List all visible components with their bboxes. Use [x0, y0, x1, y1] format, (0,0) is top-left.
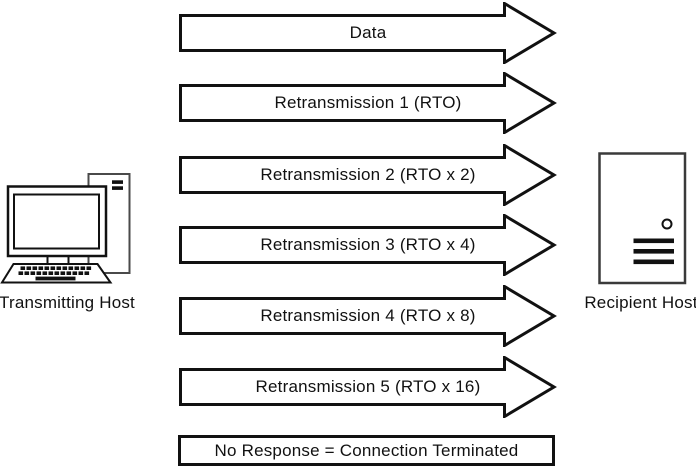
computer-monitor [6, 185, 108, 264]
server-vents [633, 238, 674, 265]
arrow-retransmission-2: Retransmission 2 (RTO x 2) [179, 144, 557, 206]
right-arrow-shape [179, 285, 557, 347]
arrow-label: Retransmission 4 (RTO x 8) [260, 306, 476, 325]
arrow-label: Retransmission 3 (RTO x 4) [260, 235, 476, 254]
transmitting-host-label: Transmitting Host [0, 293, 135, 312]
arrow-label: Retransmission 5 (RTO x 16) [255, 377, 481, 396]
arrow-label: Retransmission 1 (RTO) [274, 93, 462, 112]
server-power-button [661, 218, 673, 230]
right-arrow-shape [179, 2, 557, 64]
arrow-data: Data [179, 2, 557, 64]
computer-keyboard [0, 263, 113, 284]
terminal-box-label: No Response = Connection Terminated [214, 441, 519, 460]
desktop-computer-icon [0, 173, 131, 284]
right-arrow-shape [179, 214, 557, 276]
terminal-box: No Response = Connection Terminated [178, 435, 555, 466]
arrow-retransmission-3: Retransmission 3 (RTO x 4) [179, 214, 557, 276]
recipient-host-label: Recipient Host [584, 293, 696, 312]
arrow-label: Data [349, 23, 387, 42]
right-arrow-shape [179, 356, 557, 418]
server-tower-icon [598, 152, 687, 285]
arrow-retransmission-4: Retransmission 4 (RTO x 8) [179, 285, 557, 347]
right-arrow-shape [179, 144, 557, 206]
arrow-retransmission-1: Retransmission 1 (RTO) [179, 72, 557, 134]
arrow-label: Retransmission 2 (RTO x 2) [260, 165, 476, 184]
arrow-retransmission-5: Retransmission 5 (RTO x 16) [179, 356, 557, 418]
right-arrow-shape [179, 72, 557, 134]
